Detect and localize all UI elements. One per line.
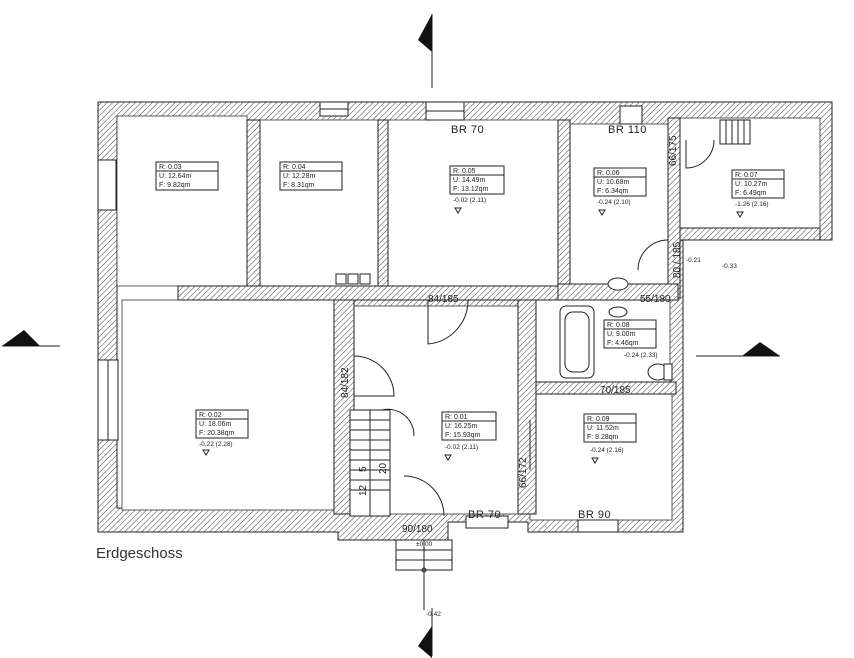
room-009 (529, 393, 673, 521)
room-area: F: 8.28qm (587, 434, 619, 441)
opening-br70-top: BR 70 (451, 124, 484, 136)
door-label-70-185: 70/185 (600, 385, 631, 396)
stair-count-c: 20 (378, 462, 389, 474)
doors (353, 139, 715, 517)
room-label-001: R: 0.01 U: 16.25m F: 15.93qm -0.02 (2.11… (441, 411, 497, 461)
entrance-steps (395, 539, 453, 610)
room-label-002: R: 0.02 U: 18.06m F: 20.38qm -0.22 (2.28… (195, 409, 249, 456)
level-label-033: -0.33 (722, 263, 737, 270)
door-label-84-182: 84/182 (340, 367, 351, 398)
room-label-009: R: 0.09 U: 11.52m F: 8.28qm -0.24 (2.16) (583, 413, 637, 464)
room-perimeter: U: 12.64m (159, 173, 191, 180)
room-number: R: 0.05 (453, 168, 476, 175)
room-perimeter: U: 10.27m (735, 181, 767, 188)
room-area: F: 8.31qm (283, 182, 315, 189)
door-label-55-180: 55/180 (640, 294, 671, 305)
room-label-008: R: 0.08 U: 9.00m F: 4.46qm -0.24 (2.33) (603, 319, 658, 359)
room-004 (259, 119, 379, 287)
level-marker-icon (202, 449, 210, 456)
level-marker-icon (736, 211, 744, 218)
door-label-84-185: 84/185 (428, 294, 459, 305)
section-arrow-top-icon (418, 14, 432, 52)
opening-br90: BR 90 (578, 509, 611, 521)
level-marker-icon (454, 207, 462, 214)
room-level: -0.02 (2.11) (453, 197, 486, 204)
room-perimeter: U: 10.68m (597, 179, 629, 186)
room-number: R: 0.09 (587, 416, 610, 423)
room-level: -0.24 (2.10) (597, 199, 631, 206)
section-markers (2, 14, 780, 658)
room-003 (116, 115, 248, 287)
room-number: R: 0.07 (735, 172, 758, 179)
door-label-66-175: 66/175 (668, 135, 679, 166)
room-label-006: R: 0.06 U: 10.68m F: 6.34qm -0.24 (2.10) (593, 167, 647, 216)
interior-walls (177, 117, 821, 515)
room-area: F: 13.12qm (453, 186, 489, 193)
level-marker-icon (444, 454, 452, 461)
section-arrow-bottom-icon (418, 626, 432, 658)
room-area: F: 20.38qm (199, 430, 235, 437)
opening-br110: BR 110 (608, 124, 647, 136)
room-label-003: R: 0.03 U: 12.64m F: 9.82qm (155, 161, 219, 191)
door-label-90-180: 90/180 (402, 524, 433, 535)
room-006 (569, 123, 669, 285)
room-perimeter: U: 16.25m (445, 423, 477, 430)
stair-count-b: 5 (358, 466, 369, 472)
door-label-80-185: 80 / 185 (672, 241, 683, 278)
level-label-021: -0.21 (686, 257, 701, 264)
room-level: -0.24 (2.16) (590, 447, 624, 454)
room-level: -0.22 (2.28) (199, 441, 233, 448)
room-area: F: 4.46qm (607, 340, 639, 347)
room-perimeter: U: 18.06m (199, 421, 231, 428)
room-number: R: 0.01 (445, 414, 468, 421)
room-label-005: R: 0.05 U: 14.49m F: 13.12qm -0.02 (2.11… (449, 165, 505, 214)
room-number: R: 0.03 (159, 164, 182, 171)
section-arrow-right-icon (742, 342, 780, 356)
room-005 (387, 119, 559, 289)
section-arrow-left-icon (2, 330, 40, 346)
room-area: F: 9.82qm (159, 182, 191, 189)
room-number: R: 0.04 (283, 164, 306, 171)
toilet-icon (647, 363, 673, 381)
level-label-042: -0.42 (426, 611, 441, 618)
room-002 (121, 299, 335, 511)
room-number: R: 0.06 (597, 170, 620, 177)
room-level: -0.24 (2.33) (624, 352, 658, 359)
stairs: 12 5 20 (349, 119, 751, 517)
level-marker-icon (598, 209, 606, 216)
room-perimeter: U: 14.49m (453, 177, 485, 184)
room-label-007: R: 0.07 U: 10.27m F: 6.49qm -1.26 (2.16) (731, 169, 785, 218)
room-number: R: 0.08 (607, 322, 630, 329)
windows (97, 101, 643, 533)
level-label-000: ±0.00 (416, 541, 433, 548)
room-label-004: R: 0.04 U: 12.28m F: 8.31qm (279, 161, 343, 191)
room-perimeter: U: 9.00m (607, 331, 636, 338)
bathtub-icon (559, 305, 595, 379)
room-area: F: 15.93qm (445, 432, 481, 439)
floor-title: Erdgeschoss (96, 545, 183, 562)
room-area: F: 6.34qm (597, 188, 629, 195)
room-area: F: 6.49qm (735, 190, 767, 197)
stair-count-a: 12 (358, 484, 369, 496)
room-perimeter: U: 12.28m (283, 173, 315, 180)
room-perimeter: U: 11.52m (587, 425, 619, 432)
level-marker-icon (591, 457, 599, 464)
room-level: -0.02 (2.11) (445, 444, 478, 451)
door-label-66-172: 66/172 (518, 457, 529, 488)
room-level: -1.26 (2.16) (735, 201, 769, 208)
opening-br70-bottom: BR 70 (468, 509, 501, 521)
sink-icon (607, 277, 629, 318)
chimney-icon (335, 273, 371, 285)
room-number: R: 0.02 (199, 412, 222, 419)
